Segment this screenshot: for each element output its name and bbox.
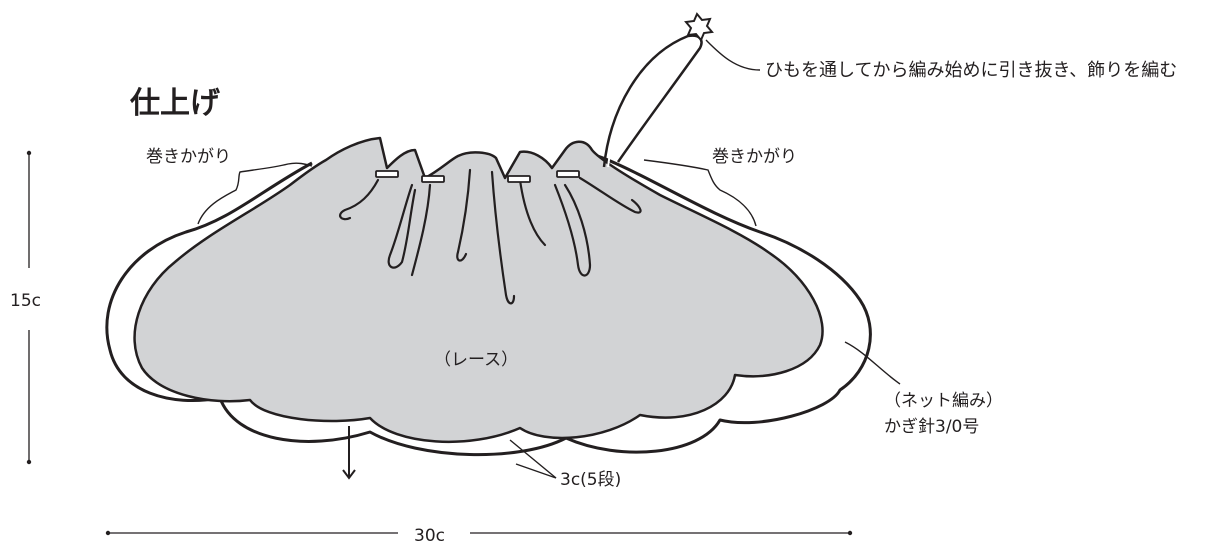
drawstring-markers <box>375 170 580 183</box>
whip-stitch-right-brace <box>643 159 757 227</box>
border-leader-2 <box>515 463 557 479</box>
down-arrow-icon <box>342 426 356 480</box>
whip-stitch-right-label: 巻きかがり <box>712 147 797 167</box>
string-note-leader <box>705 39 761 71</box>
lace-label: （レース） <box>434 350 518 370</box>
net-label: （ネット編み） <box>884 391 1003 411</box>
gather-folds <box>338 168 642 305</box>
net-leader <box>844 341 901 385</box>
string-loop <box>602 34 703 168</box>
string-note-label: ひもを通してから編み始めに引き抜き、飾りを編む <box>765 60 1177 81</box>
height-dim-top-dot <box>26 150 32 156</box>
height-label: 15c <box>10 291 41 311</box>
width-dim-right-dot <box>847 530 853 536</box>
width-dim-left-dot <box>105 530 111 536</box>
height-dim-bottom-dot <box>26 459 32 465</box>
whip-stitch-left-label: 巻きかがり <box>146 147 231 167</box>
border-width-label: 3c(5段) <box>560 470 621 490</box>
lace-body <box>133 136 824 443</box>
width-label: 30c <box>414 526 445 544</box>
flower-ornament <box>684 12 714 42</box>
border-leader-1 <box>509 439 557 479</box>
diagram-title: 仕上げ <box>129 86 221 121</box>
whip-stitch-left-brace <box>197 162 313 225</box>
hook-size-label: かぎ針3/0号 <box>884 417 979 437</box>
